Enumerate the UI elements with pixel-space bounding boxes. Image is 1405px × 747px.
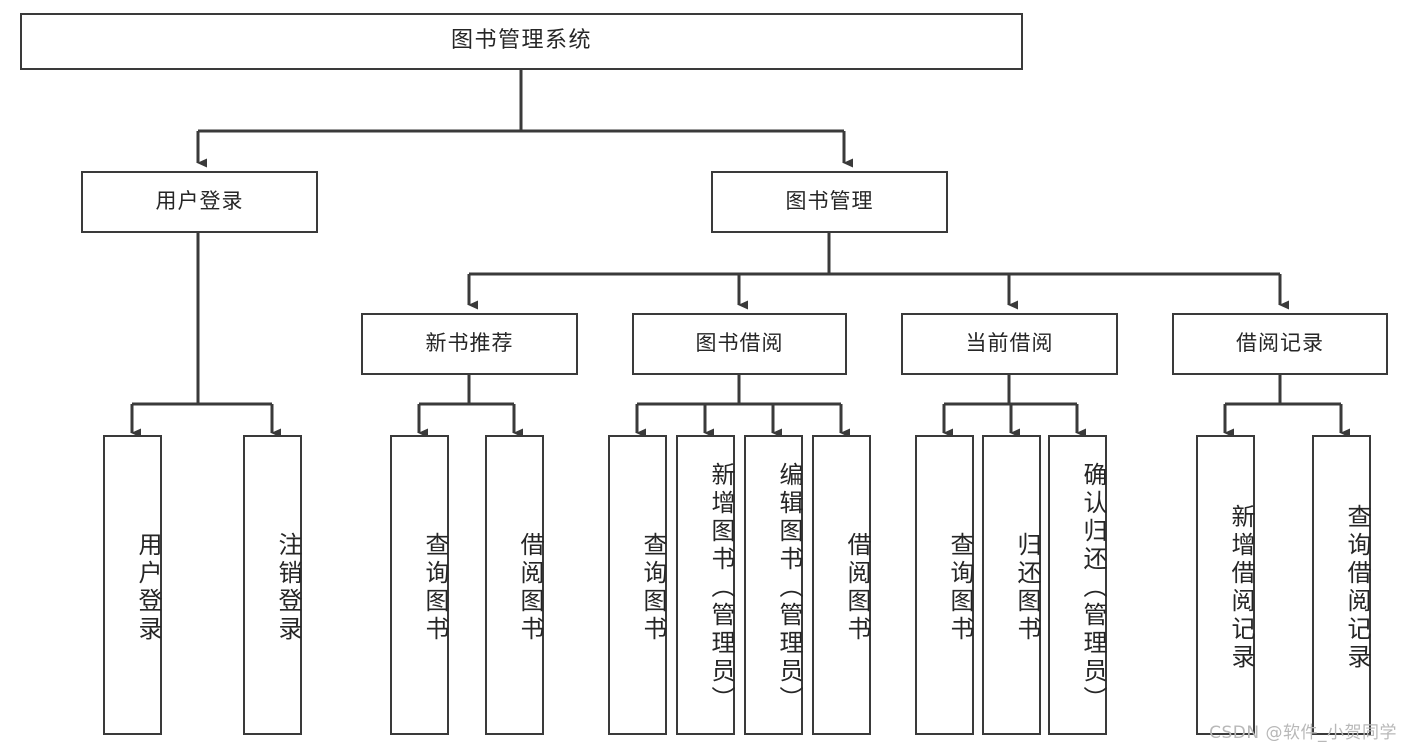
- node-label: 当前借阅: [965, 331, 1054, 356]
- node-leaf-query-book-1[interactable]: 查询图书: [390, 435, 449, 735]
- node-label: 图书管理: [785, 189, 874, 214]
- node-label: 新增图书（管理员）: [707, 462, 735, 714]
- node-label: 编辑图书（管理员）: [775, 462, 803, 714]
- node-leaf-borrow-book-2[interactable]: 借阅图书: [812, 435, 871, 735]
- node-leaf-logout-login[interactable]: 注销登录: [243, 435, 302, 735]
- node-label: 图书借阅: [695, 331, 784, 356]
- node-label: 查询借阅记录: [1343, 504, 1371, 672]
- node-leaf-edit-book[interactable]: 编辑图书（管理员）: [744, 435, 803, 735]
- node-label: 归还图书: [1013, 532, 1041, 644]
- node-label: 用户登录: [155, 189, 244, 214]
- node-book-manage[interactable]: 图书管理: [711, 171, 948, 233]
- node-label: 借阅记录: [1236, 331, 1324, 356]
- node-leaf-add-record[interactable]: 新增借阅记录: [1196, 435, 1255, 735]
- node-label: 图书管理系统: [450, 28, 592, 54]
- node-leaf-query-book-3[interactable]: 查询图书: [915, 435, 974, 735]
- node-label: 查询图书: [639, 532, 667, 644]
- node-leaf-confirm-return[interactable]: 确认归还（管理员）: [1048, 435, 1107, 735]
- node-label: 查询图书: [421, 532, 449, 644]
- node-leaf-user-login[interactable]: 用户登录: [103, 435, 162, 735]
- node-leaf-query-record[interactable]: 查询借阅记录: [1312, 435, 1371, 735]
- node-book-borrow[interactable]: 图书借阅: [632, 313, 847, 375]
- node-label: 借阅图书: [843, 532, 871, 644]
- node-current-borrow[interactable]: 当前借阅: [901, 313, 1118, 375]
- node-new-book-recommend[interactable]: 新书推荐: [361, 313, 578, 375]
- node-root-book-management-system[interactable]: 图书管理系统: [20, 13, 1023, 70]
- node-leaf-borrow-book-1[interactable]: 借阅图书: [485, 435, 544, 735]
- node-leaf-add-book[interactable]: 新增图书（管理员）: [676, 435, 735, 735]
- node-label: 确认归还（管理员）: [1079, 462, 1107, 714]
- node-leaf-query-book-2[interactable]: 查询图书: [608, 435, 667, 735]
- node-label: 新书推荐: [425, 331, 514, 356]
- node-label: 借阅图书: [516, 532, 544, 644]
- watermark-text: CSDN @软件_小贺同学: [1209, 723, 1397, 743]
- node-label: 新增借阅记录: [1227, 504, 1255, 672]
- node-user-login[interactable]: 用户登录: [81, 171, 318, 233]
- node-label: 用户登录: [134, 532, 162, 644]
- node-leaf-return-book[interactable]: 归还图书: [982, 435, 1041, 735]
- node-label: 查询图书: [946, 532, 974, 644]
- node-borrow-record[interactable]: 借阅记录: [1172, 313, 1388, 375]
- node-label: 注销登录: [274, 532, 302, 644]
